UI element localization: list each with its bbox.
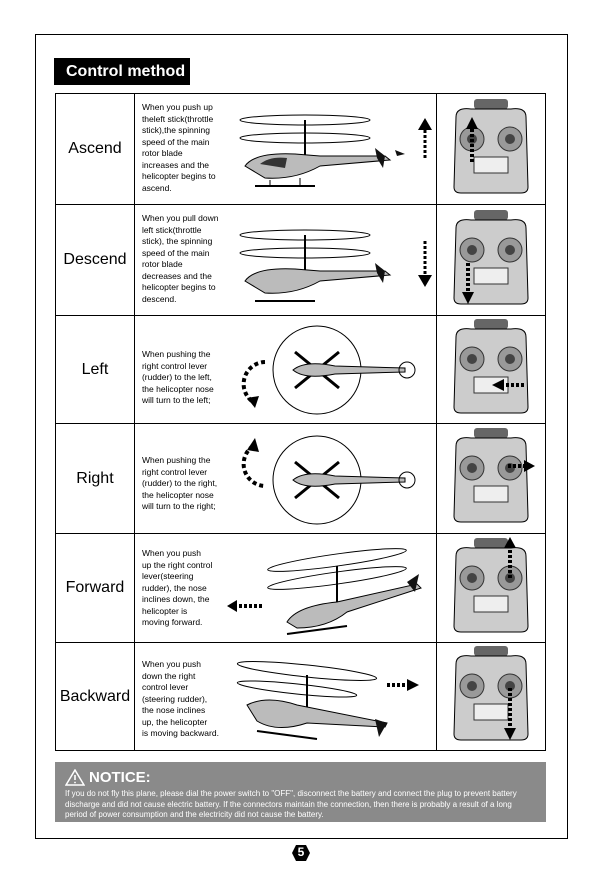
transmitter-illustration <box>446 317 536 417</box>
helicopter-side-illustration <box>225 108 435 198</box>
notice-text: If you do not fly this plane, please dia… <box>65 789 536 821</box>
transmitter-illustration <box>446 536 536 636</box>
control-name: Descend <box>56 205 135 316</box>
helicopter-side-illustration <box>225 219 435 309</box>
transmitter-illustration <box>446 644 536 744</box>
transmitter-illustration <box>446 208 536 308</box>
control-name: Right <box>56 424 135 534</box>
page-number-badge: 5 <box>291 844 311 862</box>
control-name: Forward <box>56 534 135 643</box>
helicopter-side-illustration <box>227 546 435 636</box>
warning-icon <box>65 769 85 786</box>
page-number: 5 <box>291 845 311 859</box>
notice-heading: NOTICE: <box>89 769 151 786</box>
transmitter-illustration <box>446 97 536 197</box>
control-name: Backward <box>56 643 135 751</box>
control-name: Left <box>56 316 135 424</box>
transmitter-illustration <box>446 426 536 526</box>
helicopter-top-illustration <box>235 322 435 418</box>
helicopter-top-illustration <box>235 430 435 528</box>
control-name: Ascend <box>56 94 135 205</box>
helicopter-side-illustration <box>227 655 435 745</box>
section-title: Control method <box>54 58 190 85</box>
notice-box: NOTICE: If you do not fly this plane, pl… <box>55 762 546 822</box>
